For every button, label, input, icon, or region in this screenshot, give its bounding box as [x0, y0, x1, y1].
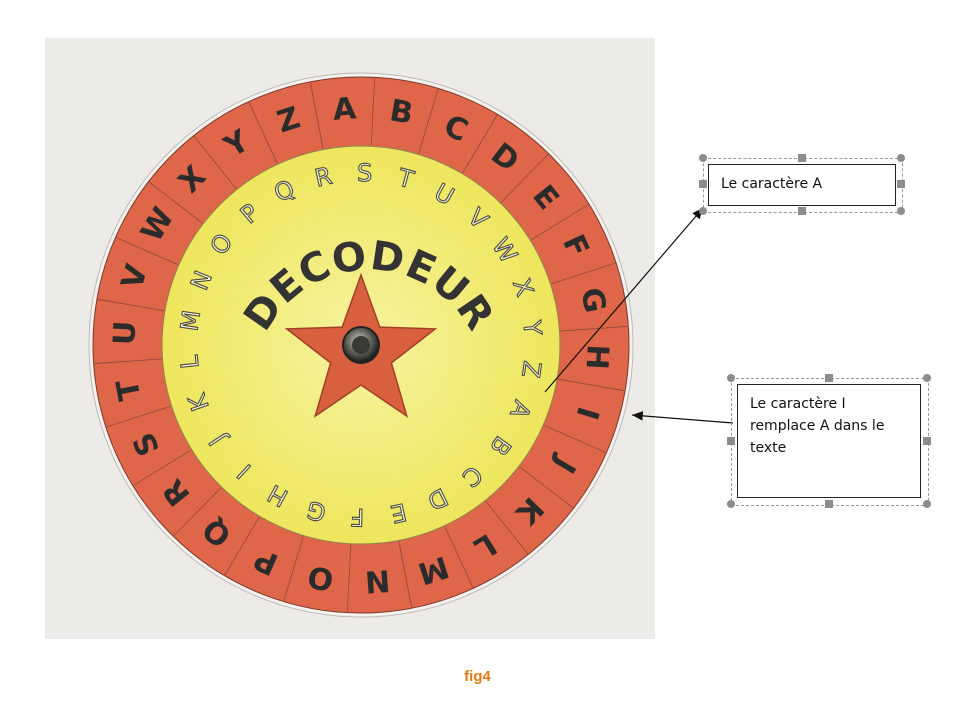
inner-letter-l: L — [175, 353, 204, 370]
ring-divider — [148, 181, 203, 224]
outer-letter-h: H — [579, 344, 615, 371]
callout-character-i[interactable]: Le caractère I remplace A dans le texte — [737, 384, 921, 498]
ring-divider — [500, 153, 550, 203]
ring-divider — [283, 536, 304, 602]
ring-divider — [93, 358, 162, 365]
resize-handle[interactable] — [699, 180, 707, 188]
resize-handle[interactable] — [727, 437, 735, 445]
resize-handle[interactable] — [727, 374, 735, 382]
ring-divider — [115, 236, 179, 266]
ring-divider — [519, 466, 574, 509]
ring-divider — [132, 449, 192, 487]
ring-divider — [462, 114, 498, 174]
ring-divider — [309, 81, 324, 149]
inner-letter-m: M — [175, 308, 206, 332]
resize-handle[interactable] — [897, 154, 905, 162]
resize-handle[interactable] — [897, 180, 905, 188]
resize-handle[interactable] — [699, 154, 707, 162]
resize-handle[interactable] — [825, 374, 833, 382]
inner-letter-s: S — [357, 159, 373, 187]
figure-caption: fig4 — [464, 668, 491, 685]
inner-letter-y: Y — [517, 318, 546, 337]
inner-letter-f: F — [350, 503, 364, 531]
ring-divider — [224, 516, 260, 576]
ring-divider — [370, 77, 376, 146]
outer-letter-a: A — [332, 91, 358, 128]
ring-divider — [248, 101, 278, 164]
ring-divider — [485, 501, 529, 555]
resize-handle[interactable] — [699, 207, 707, 215]
resize-handle[interactable] — [727, 500, 735, 508]
callout-character-a[interactable]: Le caractère A — [708, 164, 896, 206]
resize-handle[interactable] — [798, 154, 806, 162]
resize-handle[interactable] — [825, 500, 833, 508]
ring-divider — [172, 487, 222, 537]
inner-letter-z: Z — [516, 359, 546, 379]
ring-divider — [96, 298, 165, 312]
resize-handle[interactable] — [923, 500, 931, 508]
callout-i-line-1: Le caractère I — [750, 396, 846, 412]
ring-divider — [105, 405, 171, 428]
ring-divider — [418, 88, 439, 154]
resize-handle[interactable] — [897, 207, 905, 215]
resize-handle[interactable] — [923, 374, 931, 382]
ring-divider — [444, 526, 474, 589]
ring-divider — [543, 424, 607, 454]
ring-divider — [193, 135, 237, 189]
callout-i-line-2: remplace A dans le — [750, 418, 885, 434]
resize-handle[interactable] — [923, 437, 931, 445]
outer-letter-o: O — [305, 558, 336, 597]
ring-divider — [398, 541, 413, 609]
callout-i-line-3: texte — [750, 440, 787, 456]
callout-a-text: Le caractère A — [721, 176, 823, 192]
outer-letter-u: U — [107, 320, 143, 346]
ring-divider — [346, 544, 352, 613]
outer-letter-n: N — [364, 562, 391, 599]
resize-handle[interactable] — [798, 207, 806, 215]
inner-letter-e: E — [388, 498, 409, 529]
inner-letter-r: R — [312, 162, 334, 193]
